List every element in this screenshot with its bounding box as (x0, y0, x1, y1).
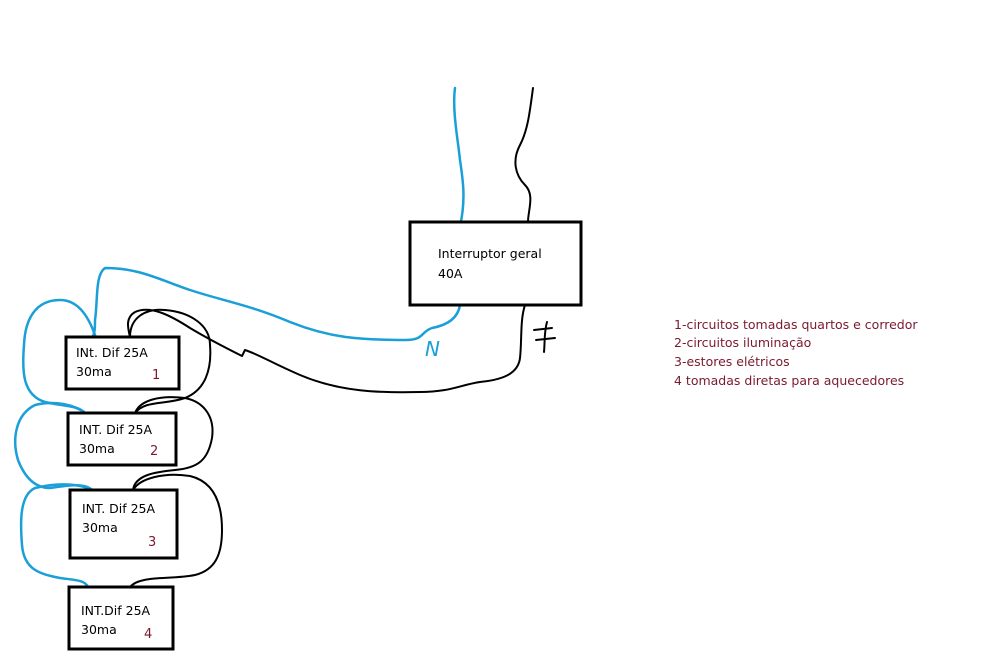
breaker-number: 2 (150, 444, 158, 459)
legend-item: 1-circuitos tomadas quartos e corredor (674, 317, 918, 332)
incoming-phase-wire (514, 87, 534, 223)
breaker-label: INt. Dif 25A (76, 345, 148, 360)
breaker-number: 4 (144, 627, 152, 642)
neutral-feed-wire (90, 266, 462, 342)
breaker-4: INT.Dif 25A 30ma 4 (67, 585, 175, 651)
legend-item: 4 tomadas diretas para aquecedores (674, 373, 904, 388)
legend: 1-circuitos tomadas quartos e corredor 2… (674, 317, 918, 388)
phase-symbol-icon (533, 321, 556, 353)
breaker-label: INT.Dif 25A (81, 603, 151, 618)
breaker-sensitivity: 30ma (76, 364, 112, 379)
main-switch-label: Interruptor geral (438, 246, 542, 261)
breaker-number: 3 (148, 535, 156, 550)
main-switch: Interruptor geral 40A (408, 220, 583, 307)
phase-jumper-1-2 (129, 308, 212, 414)
breaker-number: 1 (152, 368, 160, 383)
breaker-3: INT. Dif 25A 30ma 3 (68, 488, 179, 560)
incoming-neutral-wire (452, 86, 465, 228)
breaker-sensitivity: 30ma (81, 622, 117, 637)
breaker-label: INT. Dif 25A (82, 501, 156, 516)
legend-item: 3-estores elétricos (674, 354, 790, 369)
main-switch-rating: 40A (438, 266, 463, 281)
breaker-2: INT. Dif 25A 30ma 2 (66, 411, 178, 467)
legend-item: 2-circuitos iluminação (674, 335, 811, 350)
neutral-label: N (425, 337, 440, 361)
phase-feed-wire (127, 304, 526, 394)
breaker-label: INT. Dif 25A (79, 422, 153, 437)
breaker-sensitivity: 30ma (79, 441, 115, 456)
breaker-sensitivity: 30ma (82, 520, 118, 535)
neutral-jumper-3-4 (19, 483, 94, 589)
phase-jumper-2-3 (132, 396, 214, 491)
phase-jumper-3-4 (129, 473, 223, 588)
neutral-jumper-2-3 (14, 401, 94, 492)
breaker-1: INt. Dif 25A 30ma 1 (64, 335, 181, 391)
